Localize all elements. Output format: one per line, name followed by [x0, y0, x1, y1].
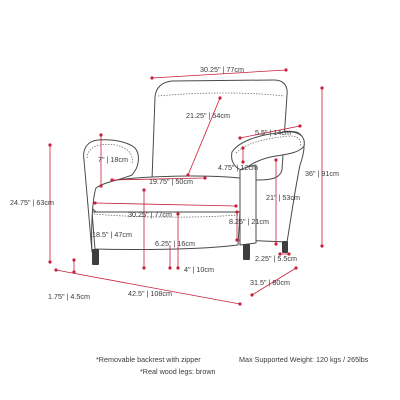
guide-dot: [274, 242, 278, 246]
guide-dot: [48, 260, 52, 264]
seat-piping: [93, 213, 239, 218]
guide-overall-width: [151, 69, 287, 79]
guide-dot: [48, 143, 52, 147]
dimension-labels: 30.25" | 77cm 21.25" | 54cm 5.5" | 14cm …: [10, 65, 339, 301]
label-back-cushion-height: 21.25" | 54cm: [186, 111, 230, 120]
guide-seat-depth: [111, 177, 206, 181]
guide-dot: [176, 212, 180, 216]
guide-dot: [235, 238, 239, 242]
label-leg-front-height: 4" | 10cm: [184, 265, 214, 274]
label-overall-width: 30.25" | 77cm: [200, 65, 244, 74]
label-seat-height: 18.5" | 47cm: [92, 230, 132, 239]
guide-dot: [142, 188, 146, 192]
label-arm-width: 5.5" | 14cm: [255, 128, 291, 137]
guide-dot: [320, 244, 324, 248]
guide-dot: [294, 266, 298, 270]
label-leg-height: 1.75" | 4.5cm: [48, 292, 90, 301]
guide-base-depth: [251, 267, 297, 296]
guide-dot: [238, 302, 242, 306]
guide-dot: [186, 173, 190, 177]
label-overall-height: 36" | 91cm: [305, 169, 339, 178]
guide-dot: [203, 176, 207, 180]
guide-dot: [278, 252, 282, 256]
backrest-seam: [157, 92, 285, 97]
label-arm-top-offset: 4.75" | 12cm: [218, 163, 258, 172]
guide-dot: [320, 86, 324, 90]
label-arm-height: 24.75" | 63cm: [10, 198, 54, 207]
right-arm-front: [239, 164, 257, 246]
left-arm: [83, 139, 139, 253]
guide-dot: [298, 124, 302, 128]
guide-dot: [99, 184, 103, 188]
guide-dot: [238, 136, 242, 140]
label-overall-depth: 42.5" | 108cm: [128, 289, 172, 298]
guide-dot: [287, 252, 291, 256]
leg-back-right: [282, 241, 288, 253]
guide-dot: [274, 158, 278, 162]
label-arm-front-height: 21" | 53cm: [266, 193, 300, 202]
guide-dot: [235, 210, 239, 214]
label-seat-cushion-thickness: 8.25" | 21cm: [229, 217, 269, 226]
guide-dot: [142, 266, 146, 270]
label-seat-platform-height: 6.25" | 16cm: [155, 239, 195, 248]
note-legs: *Real wood legs: brown: [140, 367, 216, 376]
guide-dot: [93, 201, 97, 205]
label-seat-width: 30.25" | 77cm: [128, 210, 172, 219]
label-arm-above-seat: 7" | 18cm: [98, 155, 128, 164]
leg-front-right: [243, 244, 250, 260]
leg-front-left: [92, 249, 99, 265]
guide-dot: [234, 204, 238, 208]
footnotes: *Removable backrest with zipper *Real wo…: [96, 355, 369, 376]
guide-seat-width: [94, 202, 237, 207]
guide-dot: [241, 146, 245, 150]
guide-arm-width: [239, 125, 301, 139]
guide-dot: [284, 68, 288, 72]
guide-dot: [99, 133, 103, 137]
guide-dot: [72, 258, 76, 262]
guide-dot: [168, 266, 172, 270]
guide-dot: [176, 266, 180, 270]
guide-dot: [241, 160, 245, 164]
label-base-depth: 31.5" | 80cm: [250, 278, 290, 287]
left-arm-piping: [86, 144, 133, 165]
measurement-guides: [48, 68, 324, 306]
seat-front-panel: [91, 211, 241, 251]
guide-dot: [250, 293, 254, 297]
guide-overall-depth: [55, 269, 241, 305]
guide-dot: [218, 96, 222, 100]
guide-dot: [54, 268, 58, 272]
guide-dot: [150, 76, 154, 80]
guide-dot: [110, 178, 114, 182]
armchair-drawing: [83, 79, 305, 265]
guide-back-cushion-height: [187, 97, 221, 176]
label-leg-width: 2.25" | 5.5cm: [255, 254, 297, 263]
note-backrest: *Removable backrest with zipper: [96, 355, 201, 364]
label-seat-depth: 19.75" | 50cm: [149, 177, 193, 186]
note-max-weight: Max Supported Weight: 120 kgs / 265lbs: [239, 355, 369, 364]
